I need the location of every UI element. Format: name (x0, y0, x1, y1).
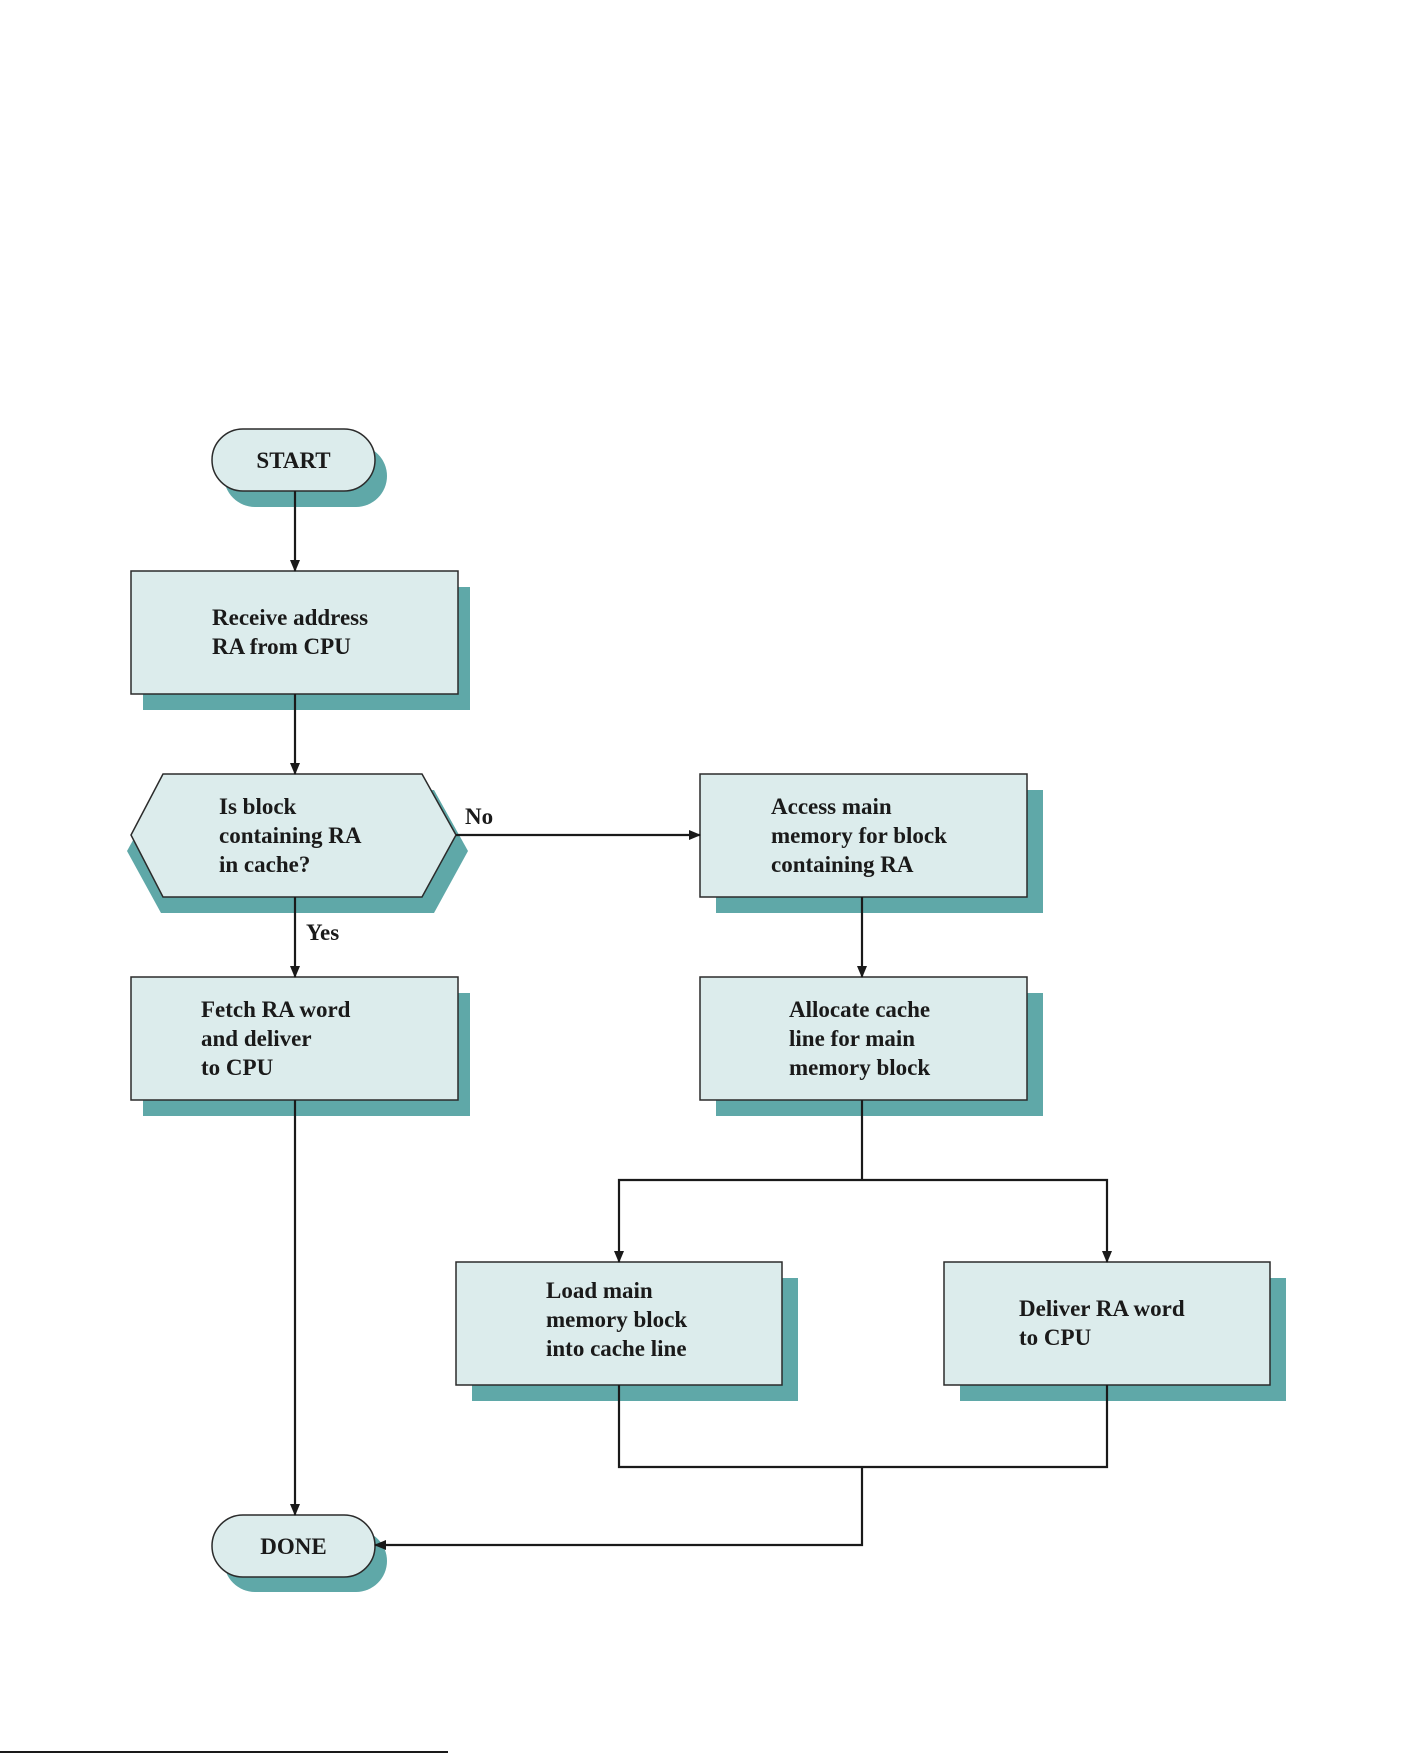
access-line-2: memory for block (771, 823, 947, 848)
decision-line-3: in cache? (219, 852, 310, 877)
access-line-3: containing RA (771, 852, 914, 877)
yes-label: Yes (306, 920, 339, 945)
fetch-line-2: and deliver (201, 1026, 312, 1051)
start-label: START (256, 448, 330, 473)
decision-line-1: Is block (219, 794, 297, 819)
deliver-line-1: Deliver RA word (1019, 1296, 1185, 1321)
deliver-line-2: to CPU (1019, 1325, 1092, 1350)
deliver-ra-word-box: Deliver RA word to CPU (944, 1262, 1286, 1401)
allocate-line-3: memory block (789, 1055, 930, 1080)
load-line-2: memory block (546, 1307, 687, 1332)
fetch-line-1: Fetch RA word (201, 997, 351, 1022)
decision-line-2: containing RA (219, 823, 362, 848)
fetch-line-3: to CPU (201, 1055, 274, 1080)
done-label: DONE (260, 1534, 326, 1559)
receive-address-line-1: Receive address (212, 605, 368, 630)
load-memory-block-box: Load main memory block into cache line (456, 1262, 798, 1401)
fetch-ra-word-box: Fetch RA word and deliver to CPU (131, 977, 470, 1116)
access-main-memory-box: Access main memory for block containing … (700, 774, 1043, 913)
load-line-1: Load main (546, 1278, 653, 1303)
allocate-cache-line-box: Allocate cache line for main memory bloc… (700, 977, 1043, 1116)
access-line-1: Access main (771, 794, 892, 819)
allocate-line-1: Allocate cache (789, 997, 930, 1022)
no-label: No (465, 804, 493, 829)
arrow-join-to-done (375, 1467, 862, 1545)
allocate-line-2: line for main (789, 1026, 915, 1051)
receive-address-box: Receive address RA from CPU (131, 571, 470, 710)
arrow-split-to-deliver (862, 1180, 1107, 1262)
start-terminal: START (212, 429, 387, 507)
receive-address-line-2: RA from CPU (212, 634, 351, 659)
arrow-split-to-load (619, 1180, 862, 1262)
in-cache-decision: Is block containing RA in cache? (127, 774, 468, 913)
done-terminal: DONE (212, 1515, 387, 1592)
load-line-3: into cache line (546, 1336, 687, 1361)
